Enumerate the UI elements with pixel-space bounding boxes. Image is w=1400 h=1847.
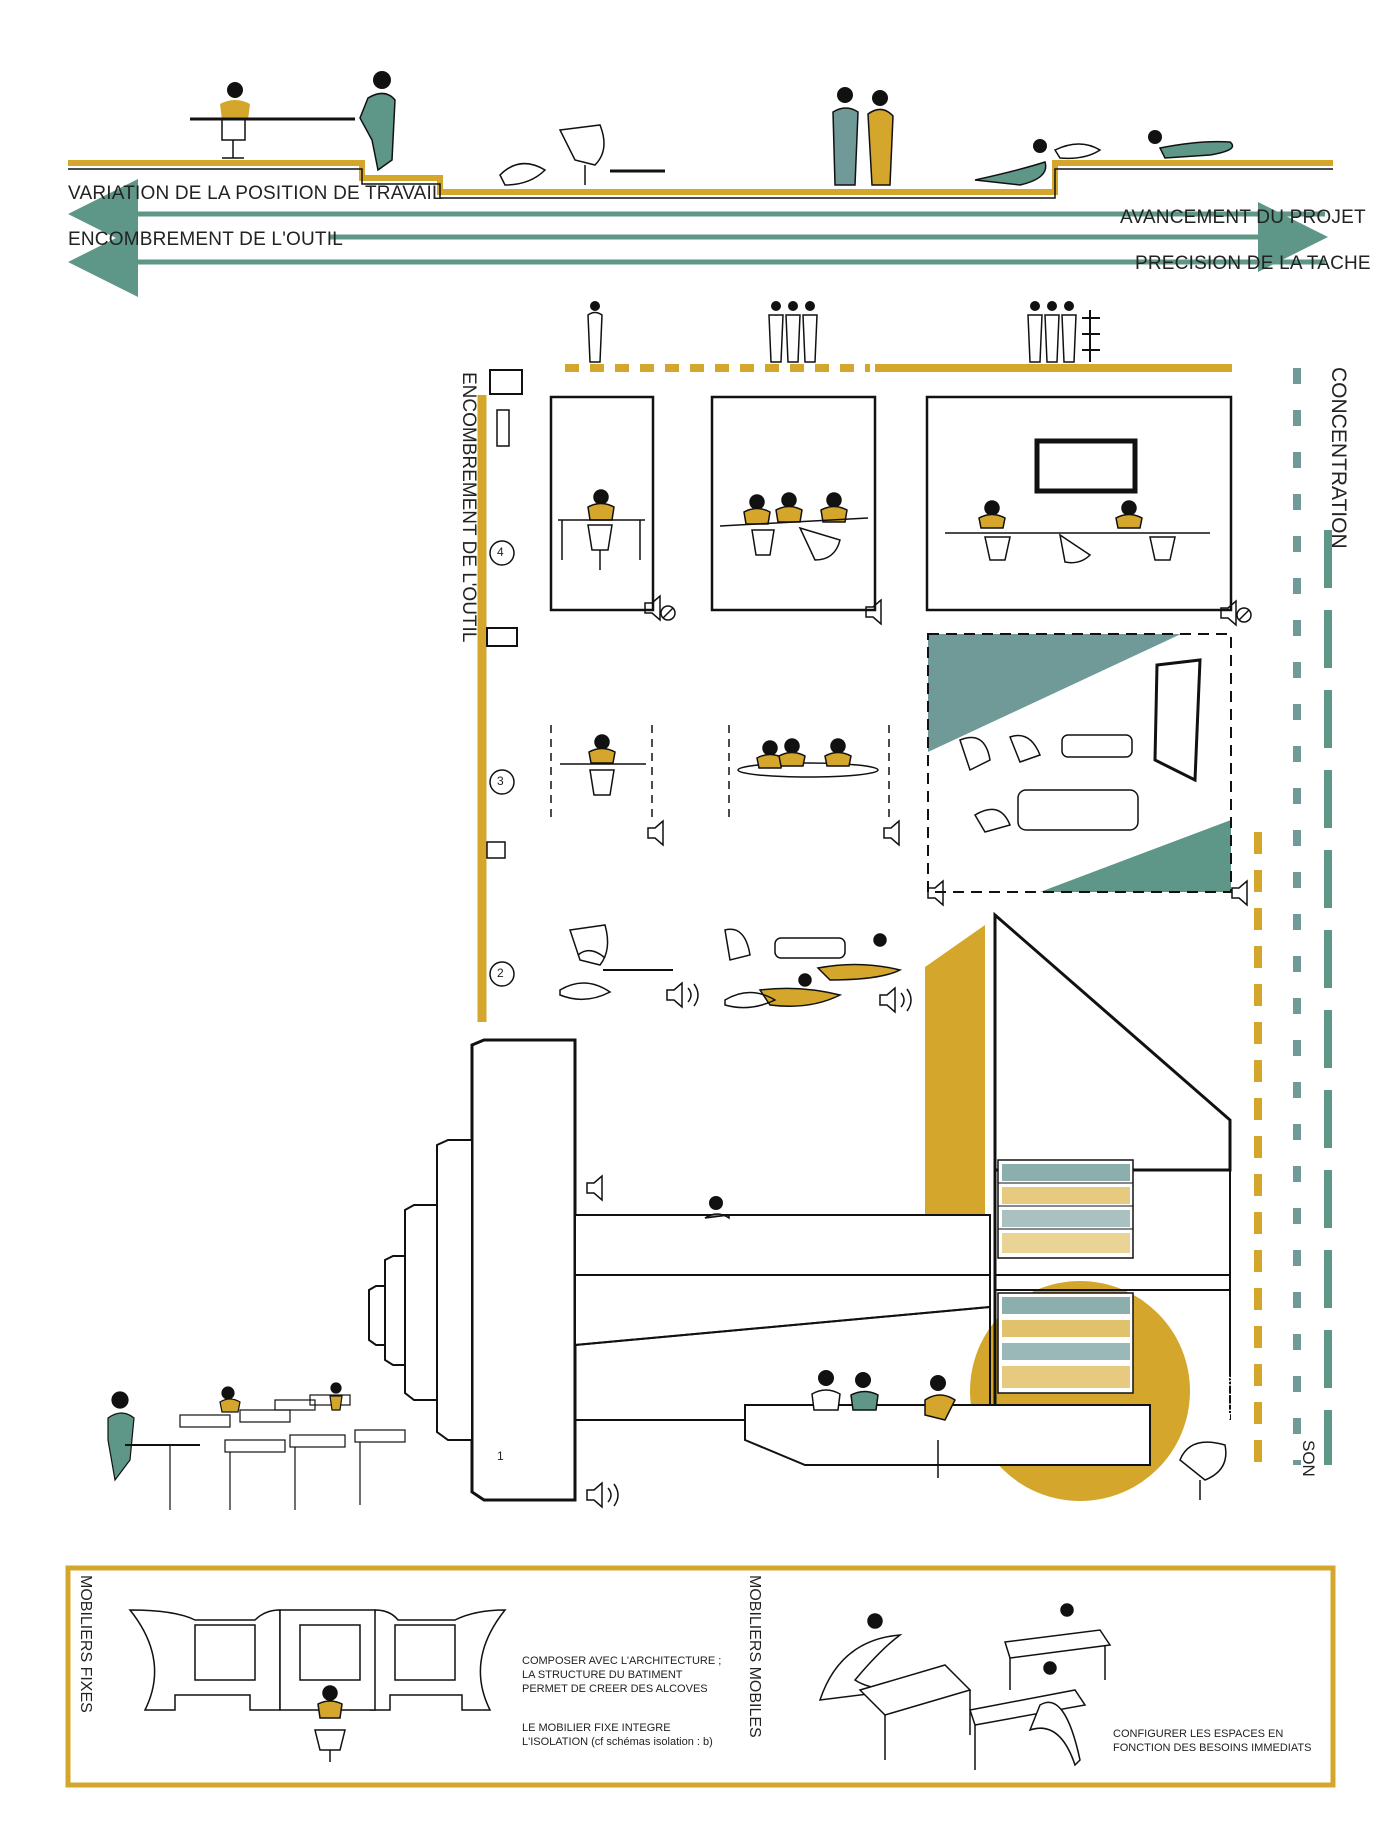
fixed-furniture-text-1: COMPOSER AVEC L'ARCHITECTURE ; LA STRUCT…: [522, 1655, 722, 1695]
concentration-label: CONCENTRATION: [1327, 367, 1350, 549]
room-meeting-closed: [925, 395, 1233, 612]
fixed-furniture-drawing: [128, 1609, 507, 1762]
level-number-4: 4: [497, 545, 504, 559]
screen-icon: [1034, 438, 1138, 494]
welcome-label: ACCUEIL: [1222, 1375, 1237, 1432]
work-position-label: VARIATION DE LA POSITION DE TRAVAIL: [68, 183, 443, 204]
legend-box: [65, 1565, 1336, 1788]
mobile-furniture-text: CONFIGURER LES ESPACES EN FONCTION DES B…: [1113, 1728, 1312, 1754]
speaker-loud-icons: [666, 981, 912, 1014]
lounge-teal-lower: [1040, 820, 1231, 892]
lounge-furniture: [959, 658, 1202, 833]
lounge-teal-upper: [928, 634, 1181, 752]
level-marker-2: [489, 961, 515, 987]
desks-level-4: [558, 489, 1210, 570]
small-group-icon: [768, 301, 818, 363]
level-marker-4: [489, 540, 515, 566]
building-section: [368, 911, 1232, 1502]
speaker-icons-lounge: [927, 879, 1248, 907]
fixed-furniture-text-2: LE MOBILIER FIXE INTEGRE L'ISOLATION (cf…: [522, 1722, 713, 1748]
reclining-figures: [974, 130, 1234, 186]
seated-worker-figure: [190, 82, 355, 159]
single-person-icon: [587, 301, 603, 363]
lounge-area-dashed: [927, 633, 1232, 893]
level-marker-3: [489, 769, 515, 795]
large-group-icon: [1027, 301, 1100, 363]
mobile-furniture-drawing: [818, 1603, 1112, 1770]
task-precision-label: PRECISION DE LA TACHE: [1135, 253, 1371, 274]
level-number-3: 3: [497, 774, 504, 788]
standing-pair-figure: [832, 87, 894, 186]
semi-open-group: [728, 725, 890, 820]
speaker-icons-level-3: [647, 819, 900, 847]
mobile-furniture-title: MOBILIERS MOBILES: [746, 1575, 763, 1738]
desktop-icon: [489, 369, 523, 395]
project-progress-label: AVANCEMENT DU PROJET: [1120, 207, 1366, 228]
tool-axis-label: ENCOMBREMENT DE L'OUTIL: [458, 372, 479, 643]
level-number-2: 2: [497, 966, 504, 980]
semi-open-individual: [550, 725, 653, 820]
tool-footprint-label: ENCOMBREMENT DE L'OUTIL: [68, 229, 343, 250]
solidarity-label: ESPACE DE SOLIDARITE: [1262, 1225, 1278, 1392]
room-group-closed: [710, 395, 877, 612]
sound-label: SON: [1299, 1440, 1318, 1477]
standing-worker-figure: [359, 71, 396, 172]
laptop-icon: [486, 627, 518, 647]
open-lounge-individual: [559, 924, 673, 1001]
speaker-icons-building: [586, 1174, 619, 1509]
room-individual-closed: [549, 395, 655, 612]
fixed-furniture-title: MOBILIERS FIXES: [77, 1575, 94, 1713]
muted-speaker-icons: [644, 594, 1252, 627]
classroom-desks: [107, 1382, 406, 1510]
tablet-icon: [486, 841, 506, 859]
bookshelf-lower: [997, 1292, 1134, 1394]
welcome-people: [704, 1196, 1227, 1500]
level-number-1: 1: [497, 1449, 504, 1463]
ochre-wall-shape: [925, 925, 985, 1215]
lounge-chairs-figure: [499, 124, 665, 186]
open-lounge-group: [724, 928, 903, 1009]
bookshelf-upper: [997, 1159, 1134, 1259]
